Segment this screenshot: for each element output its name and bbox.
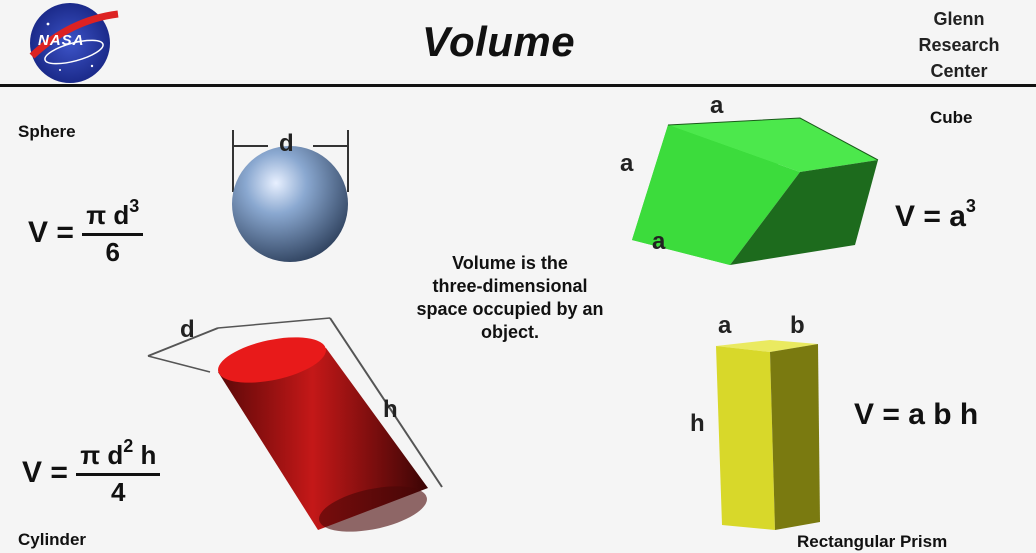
cylinder-dim-d: d [180, 316, 195, 343]
sphere-shape [232, 130, 349, 262]
cube-formula-exp: 3 [965, 196, 976, 216]
cylinder-formula-den: 4 [111, 477, 126, 507]
sphere-formula: V = π d3 6 [28, 196, 144, 268]
cylinder-label: Cylinder [18, 530, 87, 549]
cylinder-formula-exp: 2 [123, 436, 134, 456]
definition-line: space occupied by an [416, 299, 604, 319]
rectangular-prism-shape [716, 340, 820, 530]
nasa-logo [29, 3, 119, 83]
prism-dim-b: b [790, 312, 805, 339]
sphere-formula-fraction: π d3 6 [82, 196, 144, 268]
prism-label: Rectangular Prism [797, 532, 948, 551]
cylinder-formula-lhs: V = [22, 455, 68, 489]
center-name-line: Research [918, 35, 1000, 55]
page-title: Volume [422, 18, 576, 65]
sphere-formula-den: 6 [105, 237, 120, 267]
cube-formula-lhs: V = a [895, 200, 966, 233]
sphere-formula-num: π d [86, 200, 130, 230]
cylinder-formula-num-tail: h [133, 440, 157, 470]
sphere-label: Sphere [18, 122, 76, 141]
definition-line: three-dimensional [432, 276, 588, 296]
center-name-line: Glenn [933, 9, 985, 29]
cylinder-shape [147, 317, 443, 532]
center-name: Glenn Research Center [894, 6, 1024, 84]
cylinder-formula-fraction: π d2 h 4 [76, 436, 161, 508]
prism-formula: V = a b h [854, 398, 979, 431]
volume-definition: Volume is the three-dimensional space oc… [360, 252, 660, 344]
definition-line: object. [480, 322, 539, 342]
sphere-formula-lhs: V = [28, 215, 74, 249]
cube-formula: V = a3 [895, 196, 976, 234]
header-divider [0, 84, 1036, 87]
cube-dim-left: a [620, 150, 634, 177]
prism-dim-h: h [690, 410, 705, 437]
cube-dim-bottom: a [652, 228, 666, 255]
center-name-line: Center [930, 61, 988, 81]
prism-dim-a: a [718, 312, 732, 339]
nasa-logo-text: NASA [38, 32, 85, 49]
sphere-dim-d: d [279, 130, 294, 157]
sphere-formula-exp: 3 [129, 196, 140, 216]
cylinder-formula: V = π d2 h 4 [22, 436, 161, 508]
cube-dim-top: a [710, 92, 724, 119]
cylinder-dim-h: h [383, 396, 398, 423]
cylinder-formula-num: π d [80, 440, 124, 470]
cube-shape [632, 117, 879, 265]
definition-line: Volume is the [452, 253, 568, 273]
cube-label: Cube [930, 108, 973, 127]
